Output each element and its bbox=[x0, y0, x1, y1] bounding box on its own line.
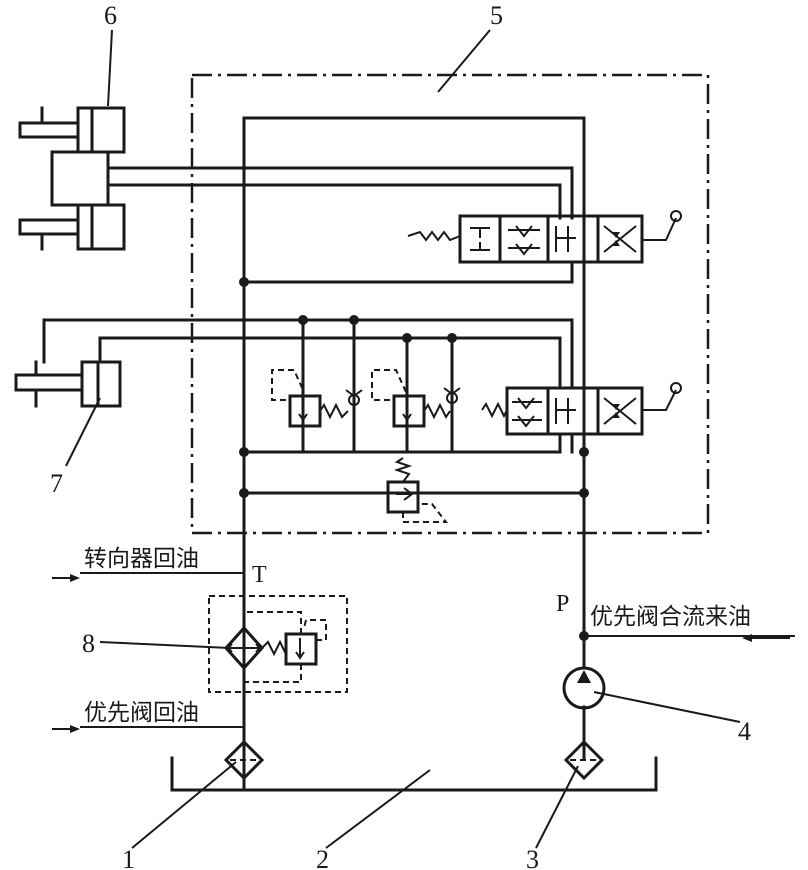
label-3: 3 bbox=[526, 845, 539, 870]
label-1: 1 bbox=[122, 845, 135, 870]
leader-5 bbox=[437, 29, 491, 93]
upper-valve-return bbox=[242, 260, 574, 284]
filter-bypass-valve bbox=[244, 611, 327, 683]
leader-8 bbox=[99, 641, 231, 649]
upper-directional-valve bbox=[407, 210, 682, 264]
label-8: 8 bbox=[82, 629, 95, 658]
oil-tank bbox=[170, 756, 658, 792]
hydraulic-pump bbox=[562, 666, 606, 710]
leader-2 bbox=[325, 769, 431, 849]
steering-return-label: 转向器回油 bbox=[84, 546, 199, 572]
overload-relief-valve-2 bbox=[371, 369, 451, 428]
tilt-cylinder bbox=[14, 360, 122, 408]
label-2: 2 bbox=[316, 845, 329, 870]
label-7: 7 bbox=[50, 469, 63, 498]
label-5: 5 bbox=[490, 1, 503, 30]
suction-filter bbox=[563, 739, 605, 781]
main-relief-valve bbox=[386, 457, 449, 523]
check-valve-2 bbox=[443, 387, 461, 404]
leader-3 bbox=[535, 765, 579, 849]
overload-relief-valve-1 bbox=[271, 369, 349, 428]
leader-6 bbox=[107, 29, 113, 107]
cylinder6-pipe-a bbox=[106, 166, 574, 220]
leader-7 bbox=[65, 397, 101, 467]
cylinder7-pipe-a bbox=[42, 318, 574, 390]
return-line-filter bbox=[223, 739, 265, 781]
priority-merge-label: 优先阀合流来油 bbox=[590, 604, 751, 630]
lift-cylinders bbox=[18, 106, 126, 251]
port-t-label: T bbox=[252, 562, 267, 588]
leader-4 bbox=[593, 691, 741, 723]
port-p-label: P bbox=[556, 591, 569, 617]
label-6: 6 bbox=[104, 1, 117, 30]
return-filter-boundary bbox=[208, 595, 348, 693]
label-4: 4 bbox=[738, 717, 751, 746]
cylinder6-pipe-b bbox=[106, 183, 562, 220]
cylinder7-pipe-b bbox=[98, 336, 562, 390]
check-valve-1 bbox=[345, 389, 363, 406]
priority-return-label: 优先阀回油 bbox=[84, 700, 199, 726]
leader-1 bbox=[131, 761, 237, 849]
valve-block-boundary bbox=[190, 73, 710, 535]
lower-directional-valve bbox=[481, 382, 682, 436]
